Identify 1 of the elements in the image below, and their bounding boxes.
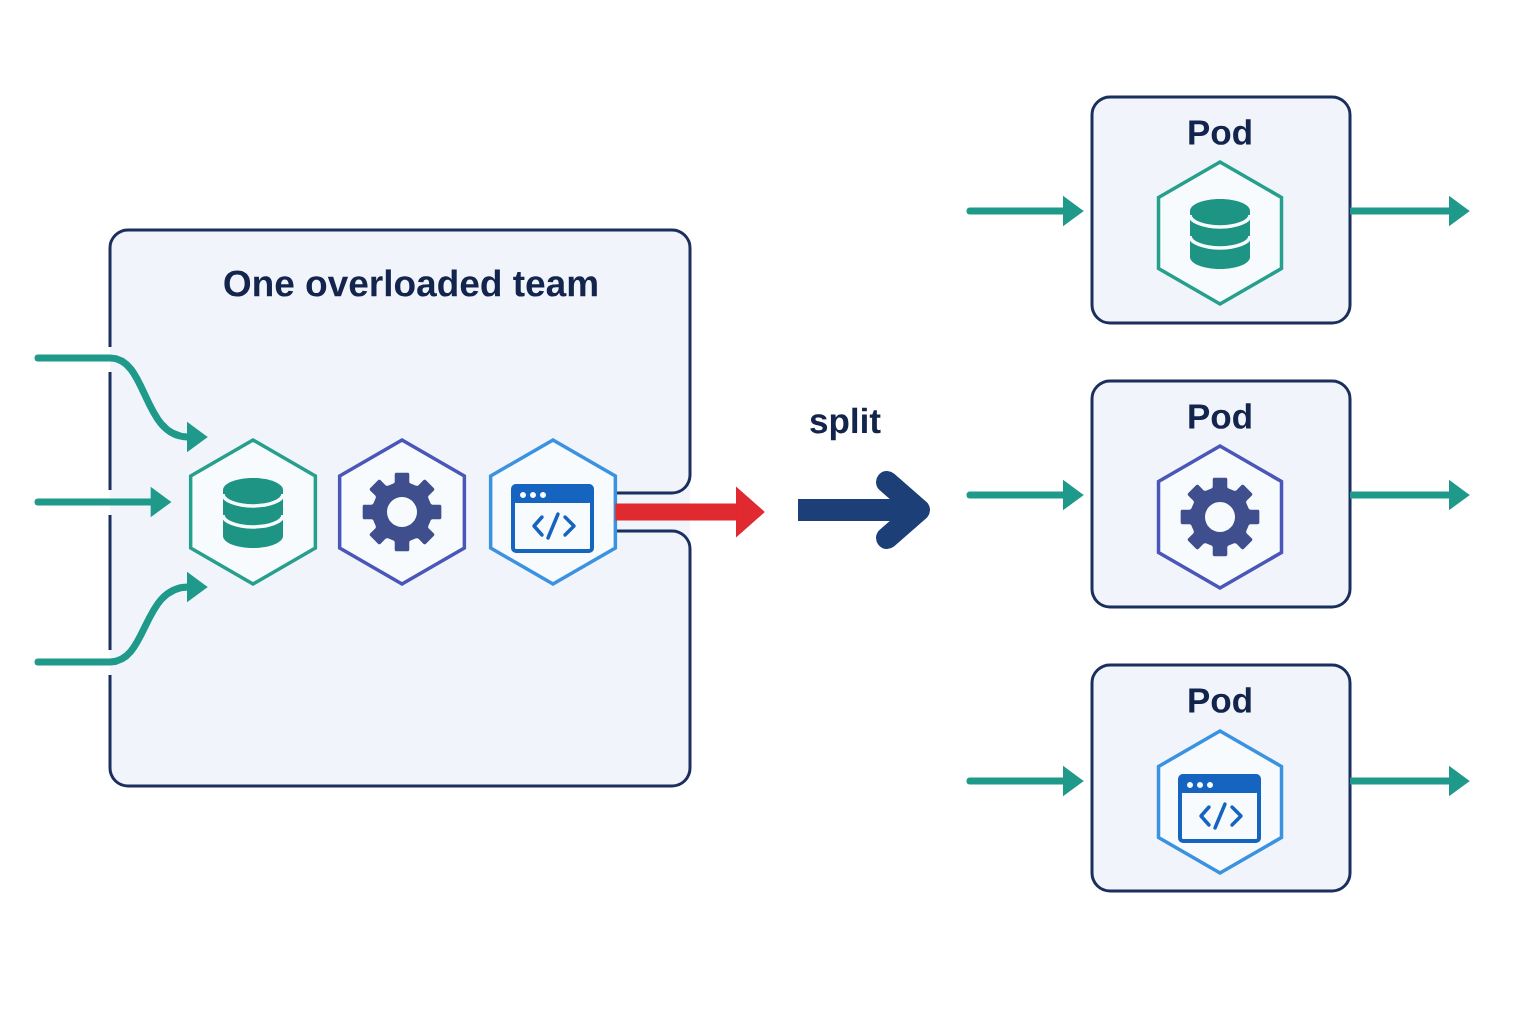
arrow-label: split: [810, 407, 881, 441]
